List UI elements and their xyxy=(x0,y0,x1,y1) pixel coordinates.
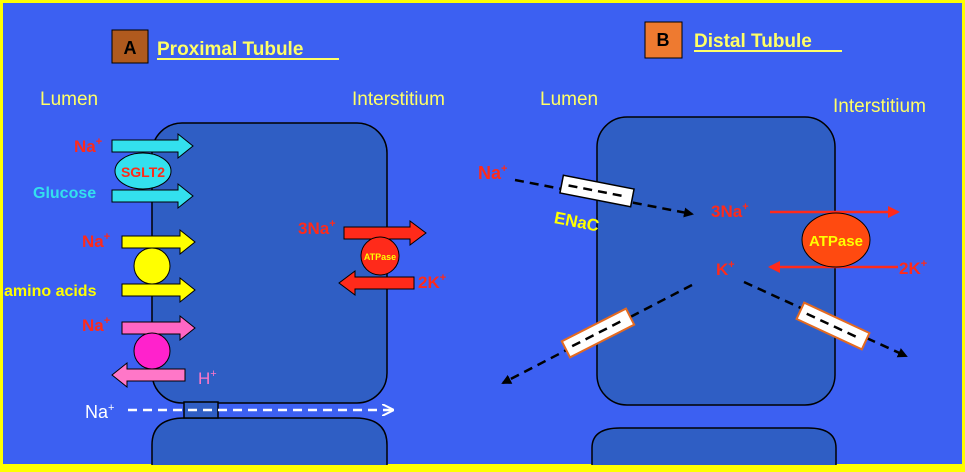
enac-channel xyxy=(559,174,635,208)
pump-sodium-label-b: 3Na+ xyxy=(711,201,749,221)
lumen-label-a: Lumen xyxy=(40,89,98,110)
pump-sodium-label-a: 3Na+ xyxy=(298,218,336,238)
sodium-arrow-sglt2 xyxy=(111,132,194,160)
pump-sodium-arrow-a xyxy=(343,220,427,246)
sglt2-transporter xyxy=(114,152,172,190)
atpase-label-a: ATPase xyxy=(364,252,396,262)
sodium-label-nhe: Na+ xyxy=(82,315,110,335)
na-h-exchanger xyxy=(133,332,171,370)
sodium-label-sglt2: Na+ xyxy=(74,136,102,156)
distal-adjacent-cell xyxy=(591,427,837,465)
amino-acid-transporter xyxy=(133,247,171,285)
potassium-label-b: K+ xyxy=(716,259,735,279)
proximal-title: Proximal Tubule xyxy=(157,39,303,60)
badge-a xyxy=(111,29,149,64)
pump-potassium-label-b: 2K+ xyxy=(899,258,927,278)
glucose-arrow xyxy=(111,182,194,210)
lumen-label-b: Lumen xyxy=(540,89,598,110)
proximal-cell xyxy=(151,122,388,404)
sodium-arrow-nhe xyxy=(121,314,196,342)
amino-acid-arrow xyxy=(121,276,196,304)
sodium-label-aa: Na+ xyxy=(82,231,110,251)
badge-a-label: A xyxy=(124,38,137,58)
pump-potassium-arrow-a xyxy=(338,270,415,296)
amino-acids-label: amino acids xyxy=(4,283,97,300)
interstitium-label-a: Interstitium xyxy=(352,89,445,110)
glucose-label: Glucose xyxy=(33,185,96,202)
enac-sodium-label: Na+ xyxy=(478,163,507,183)
sglt2-label: SGLT2 xyxy=(121,164,165,180)
atpase-pump-b xyxy=(801,212,871,268)
atpase-label-b: ATPase xyxy=(809,233,863,250)
proton-label: H+ xyxy=(198,368,217,388)
panel-proximal-tubule: A Proximal Tubule Lumen Interstitium Na+… xyxy=(4,29,446,465)
badge-b-label: B xyxy=(657,30,670,50)
distal-title: Distal Tubule xyxy=(694,31,812,52)
atpase-pump-a xyxy=(360,236,400,276)
potassium-channel-interstitium xyxy=(795,301,871,351)
proximal-adjacent-cell xyxy=(151,417,388,465)
sodium-arrow-aa xyxy=(121,228,196,256)
proton-arrow xyxy=(111,361,186,389)
potassium-channel-lumen xyxy=(560,307,636,359)
paracellular-sodium-label: Na+ xyxy=(85,402,114,422)
pump-potassium-label-a: 2K+ xyxy=(418,272,446,292)
badge-b xyxy=(644,21,683,59)
panel-distal-tubule: B Distal Tubule Lumen Interstitium Na+ E… xyxy=(478,21,927,465)
interstitium-label-b: Interstitium xyxy=(833,96,926,117)
